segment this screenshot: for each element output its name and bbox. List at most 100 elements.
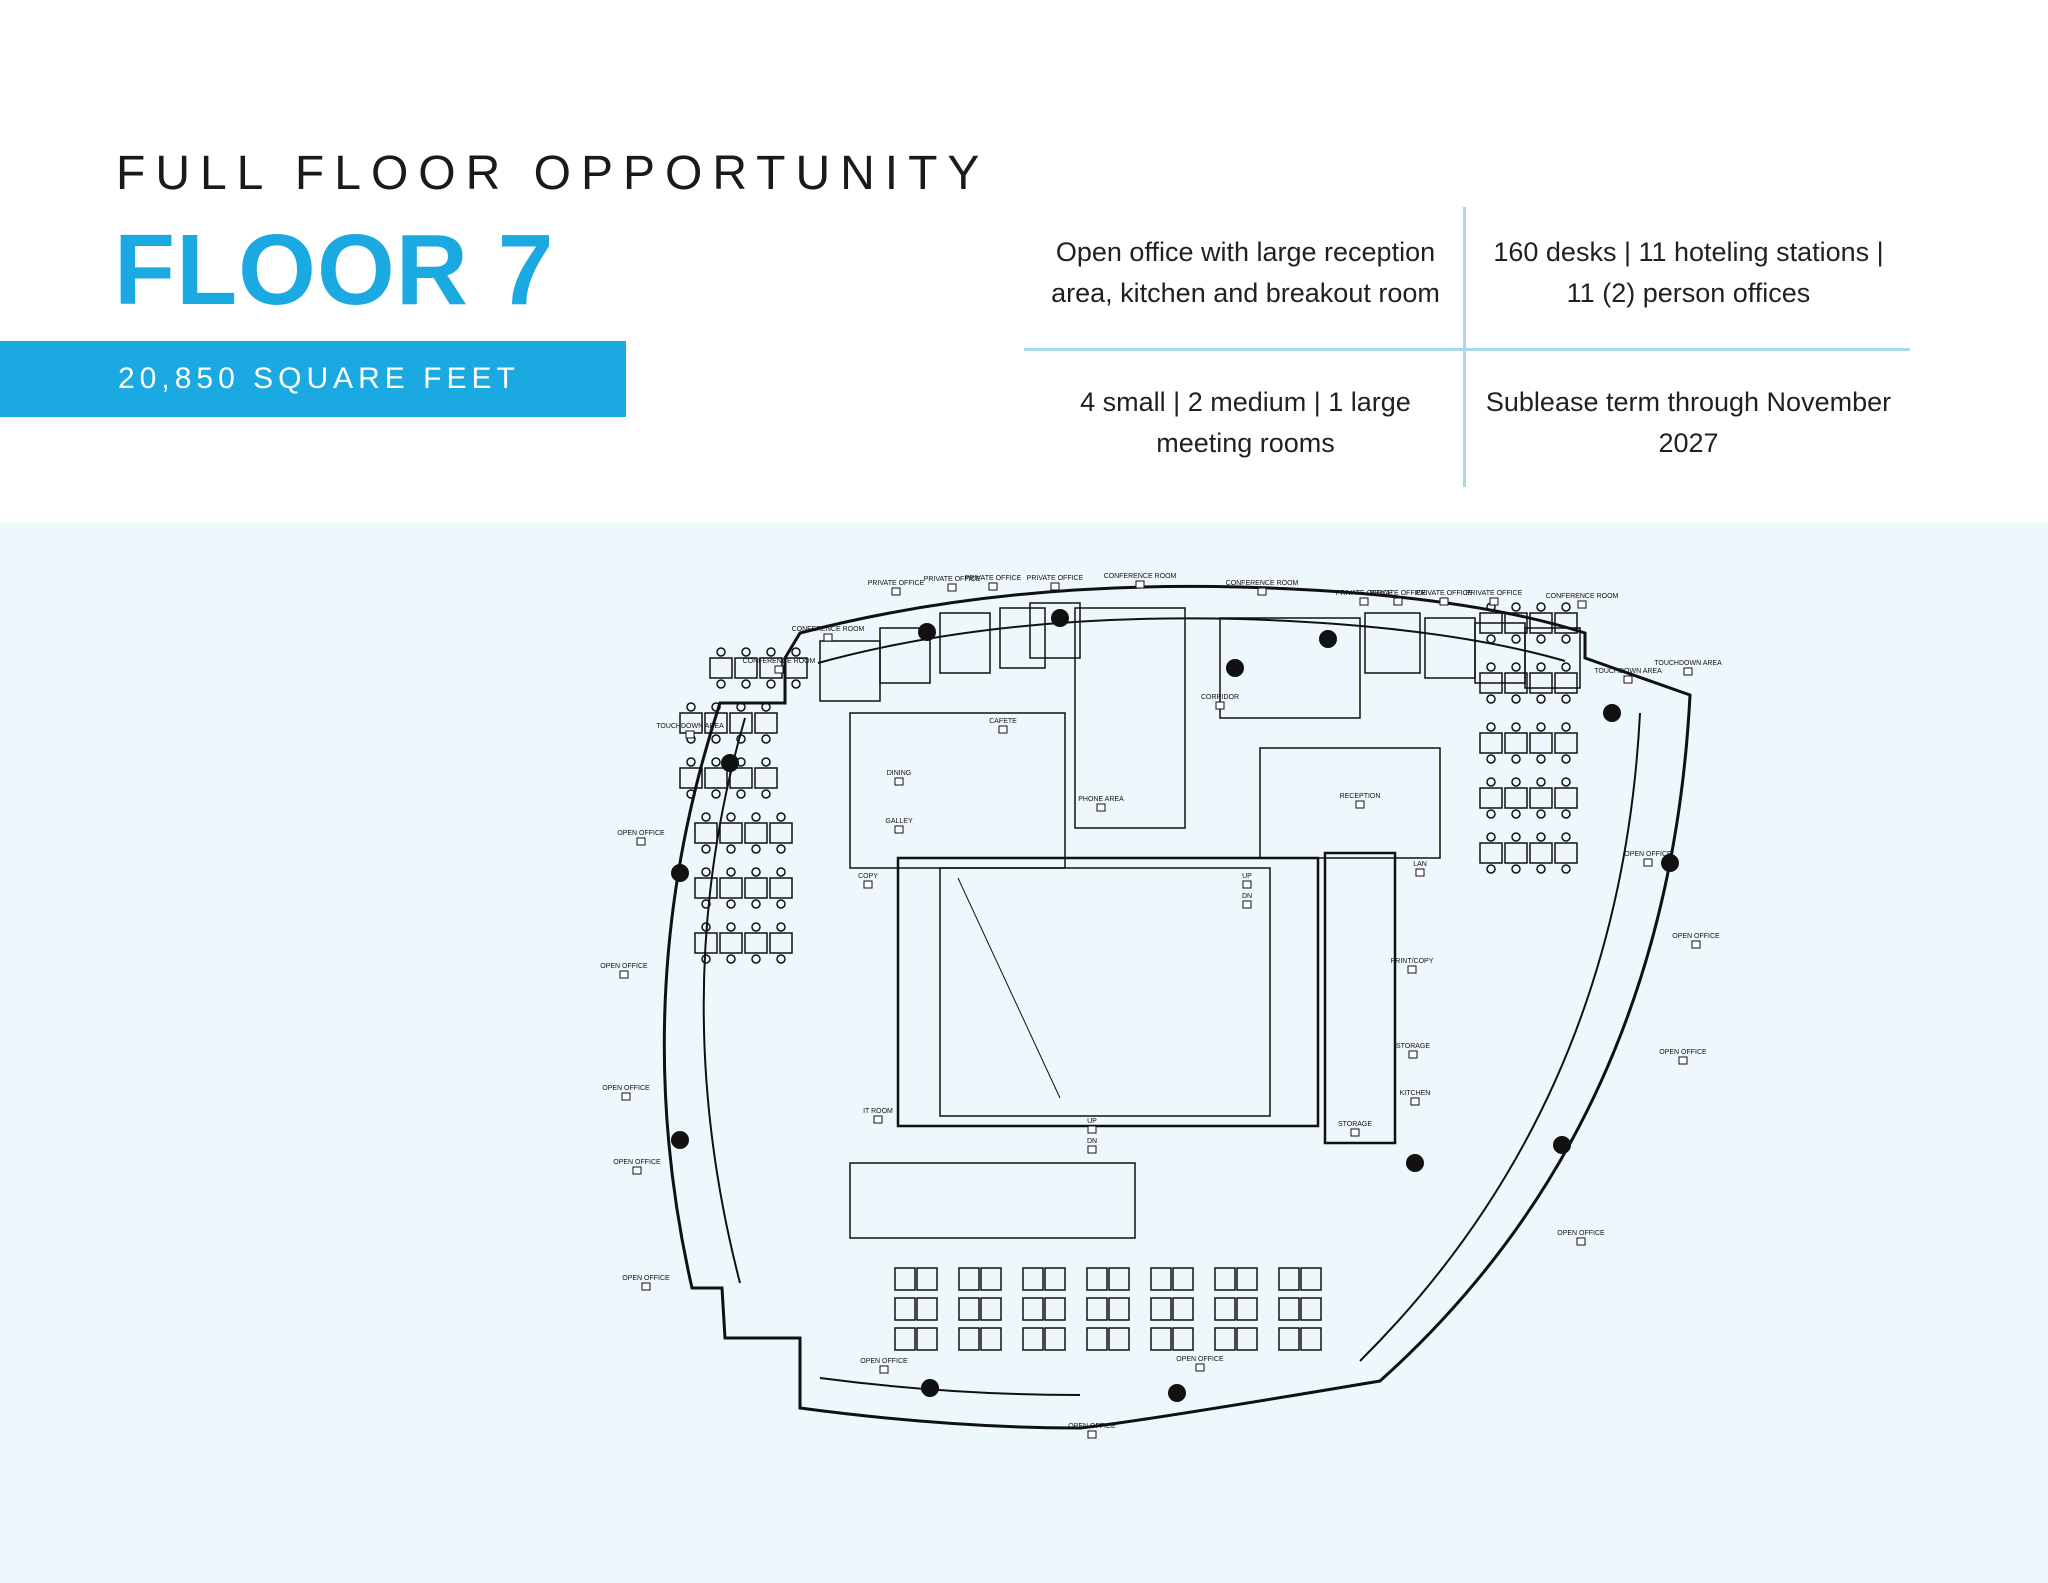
- chair: [736, 734, 746, 744]
- desk: [744, 877, 768, 899]
- desk: [719, 877, 743, 899]
- desk: [958, 1267, 980, 1291]
- feature-text: Open office with large reception area, k…: [1051, 236, 1440, 308]
- desk: [769, 877, 793, 899]
- room-label: RECEPTION: [1340, 793, 1381, 800]
- structural-column: [1226, 659, 1244, 677]
- chair: [766, 647, 776, 657]
- building-core: [896, 851, 1397, 1145]
- chair: [726, 899, 736, 909]
- chair: [1561, 754, 1571, 764]
- chair: [1561, 662, 1571, 672]
- room-label: KITCHEN: [1400, 1090, 1431, 1097]
- chair: [1511, 777, 1521, 787]
- desk: [1150, 1327, 1172, 1351]
- room-label: CONFERENCE ROOM: [792, 626, 865, 633]
- chair: [736, 789, 746, 799]
- feature-cell: 4 small | 2 medium | 1 large meeting roo…: [1024, 350, 1467, 495]
- desk: [1236, 1327, 1258, 1351]
- chair: [1486, 754, 1496, 764]
- room-tag: [894, 777, 904, 786]
- chair: [1536, 864, 1546, 874]
- large-conference-room: [1074, 607, 1186, 829]
- chair: [701, 899, 711, 909]
- desk: [1504, 842, 1528, 864]
- room-tag: [1050, 582, 1060, 591]
- desk: [769, 822, 793, 844]
- chair: [686, 702, 696, 712]
- chair: [1511, 832, 1521, 842]
- structural-column: [1553, 1136, 1571, 1154]
- chair: [791, 679, 801, 689]
- square-feet-text: 20,850 SQUARE FEET: [118, 362, 520, 395]
- room-tag: [1415, 868, 1425, 877]
- room-tag: [1439, 597, 1449, 606]
- room-label: TOUCHDOWN AREA: [1654, 660, 1722, 667]
- chair: [716, 647, 726, 657]
- chair: [766, 679, 776, 689]
- chair: [1511, 694, 1521, 704]
- room-label: COPY: [858, 873, 878, 880]
- room-tag: [873, 1115, 883, 1124]
- chair: [1486, 722, 1496, 732]
- room-tag: [1359, 597, 1369, 606]
- room-label: TOUCHDOWN AREA: [1594, 668, 1662, 675]
- room-tag: [1678, 1056, 1688, 1065]
- room-label: LAN: [1413, 861, 1427, 868]
- floorplan-columns: [671, 609, 1679, 1402]
- room-label: DINING: [887, 770, 912, 777]
- room-label: DN: [1087, 1138, 1097, 1145]
- desk: [1529, 787, 1553, 809]
- chair: [776, 954, 786, 964]
- chair: [1536, 832, 1546, 842]
- room-tag: [823, 633, 833, 642]
- room-label: OPEN OFFICE: [1176, 1356, 1224, 1363]
- desk: [1044, 1267, 1066, 1291]
- desk: [916, 1297, 938, 1321]
- chair: [1511, 662, 1521, 672]
- room-label: OPEN OFFICE: [1624, 851, 1672, 858]
- room-label: CAFETE: [989, 718, 1017, 725]
- office-room: [1524, 627, 1581, 689]
- desk: [1044, 1297, 1066, 1321]
- desk: [1479, 842, 1503, 864]
- room-label: PRIVATE OFFICE: [924, 576, 981, 583]
- office-room: [1029, 602, 1081, 659]
- desk: [1086, 1267, 1108, 1291]
- chair: [1536, 722, 1546, 732]
- chair: [716, 679, 726, 689]
- chair: [761, 757, 771, 767]
- chair: [1536, 754, 1546, 764]
- chair: [1511, 864, 1521, 874]
- chair: [726, 922, 736, 932]
- desk: [769, 932, 793, 954]
- room-tag: [891, 587, 901, 596]
- room-tag: [1683, 667, 1693, 676]
- room-tag: [636, 837, 646, 846]
- room-label: PRIVATE OFFICE: [1336, 590, 1393, 597]
- room-label: PRIVATE OFFICE: [965, 575, 1022, 582]
- room-label: OPEN OFFICE: [617, 830, 665, 837]
- desk: [1554, 612, 1578, 634]
- conference-room: [1219, 617, 1361, 719]
- desk: [1214, 1327, 1236, 1351]
- room-tag: [863, 880, 873, 889]
- room-tag: [1576, 1237, 1586, 1246]
- chair: [741, 679, 751, 689]
- structural-column: [918, 623, 936, 641]
- desk: [916, 1267, 938, 1291]
- room-label: PRIVATE OFFICE: [1466, 590, 1523, 597]
- chair: [1561, 832, 1571, 842]
- chair: [1511, 754, 1521, 764]
- feature-cell: Open office with large reception area, k…: [1024, 195, 1467, 350]
- room-label: CONFERENCE ROOM: [1226, 580, 1299, 587]
- room-label: OPEN OFFICE: [600, 963, 648, 970]
- chair: [701, 954, 711, 964]
- room-tag: [774, 665, 784, 674]
- office-room: [879, 627, 931, 684]
- desk: [980, 1327, 1002, 1351]
- feature-grid: Open office with large reception area, k…: [1024, 195, 1910, 495]
- room-tag: [1410, 1097, 1420, 1106]
- chair: [726, 867, 736, 877]
